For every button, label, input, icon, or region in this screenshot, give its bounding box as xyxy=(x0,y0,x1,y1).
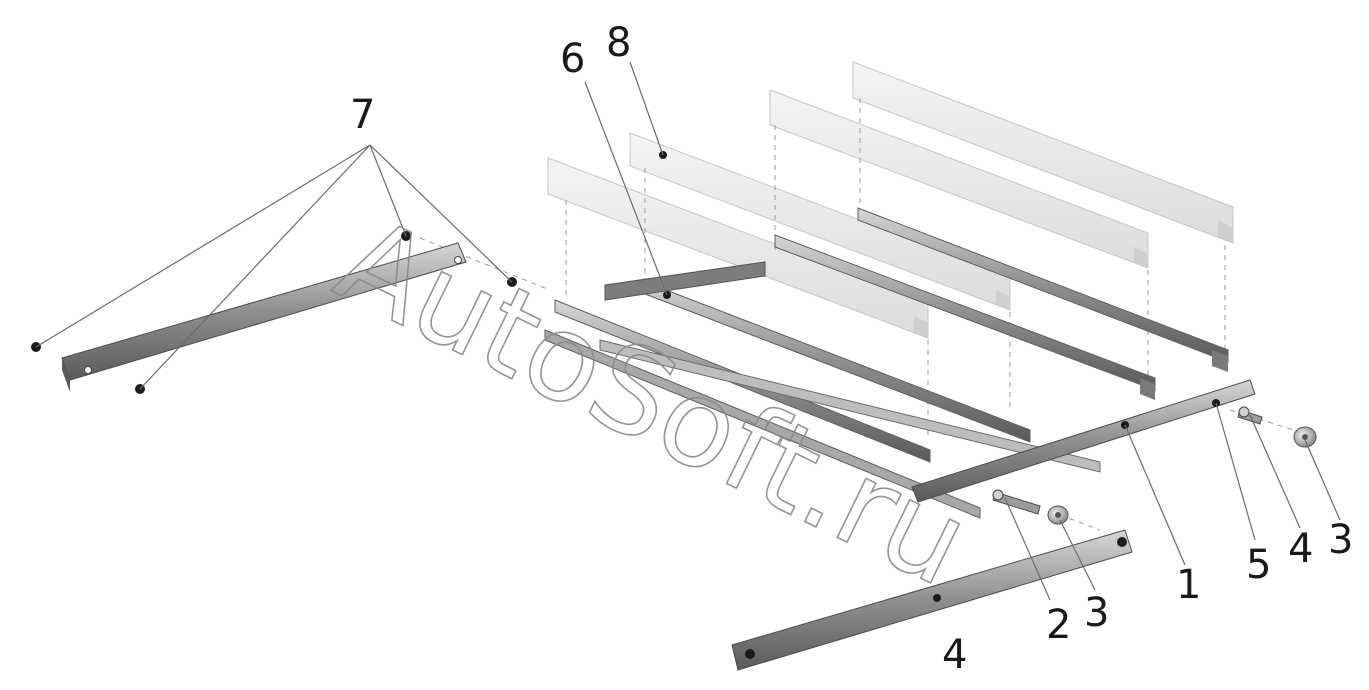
callout-6: 6 xyxy=(560,36,585,82)
nut-part-3-front xyxy=(1047,505,1069,525)
bottom-beam-part-4 xyxy=(731,529,1133,671)
bolt-part-4-right xyxy=(1237,406,1263,425)
side-beam-left xyxy=(61,242,467,392)
nut-part-3-rear xyxy=(1293,426,1317,448)
steel-channel-rear-2 xyxy=(857,207,1229,372)
wood-plank-1 xyxy=(547,157,929,339)
callout-3-front: 3 xyxy=(1084,590,1109,636)
wood-plank-4 xyxy=(852,61,1234,244)
steel-frame-rails xyxy=(544,261,1101,519)
callout-4-bottom: 4 xyxy=(942,632,967,678)
callout-8: 8 xyxy=(606,20,631,66)
wood-plank-3 xyxy=(769,89,1149,269)
steel-channel-rear-1 xyxy=(774,234,1156,400)
bolt-part-2 xyxy=(992,489,1041,515)
callout-2: 2 xyxy=(1046,602,1071,648)
callout-3-right: 3 xyxy=(1328,517,1353,563)
leader-lines xyxy=(35,61,1341,601)
callout-1: 1 xyxy=(1176,562,1201,608)
callout-7: 7 xyxy=(350,92,375,138)
callout-5: 5 xyxy=(1246,542,1271,588)
callout-4-right: 4 xyxy=(1288,526,1313,572)
crossbeam-part-1 xyxy=(911,379,1256,503)
